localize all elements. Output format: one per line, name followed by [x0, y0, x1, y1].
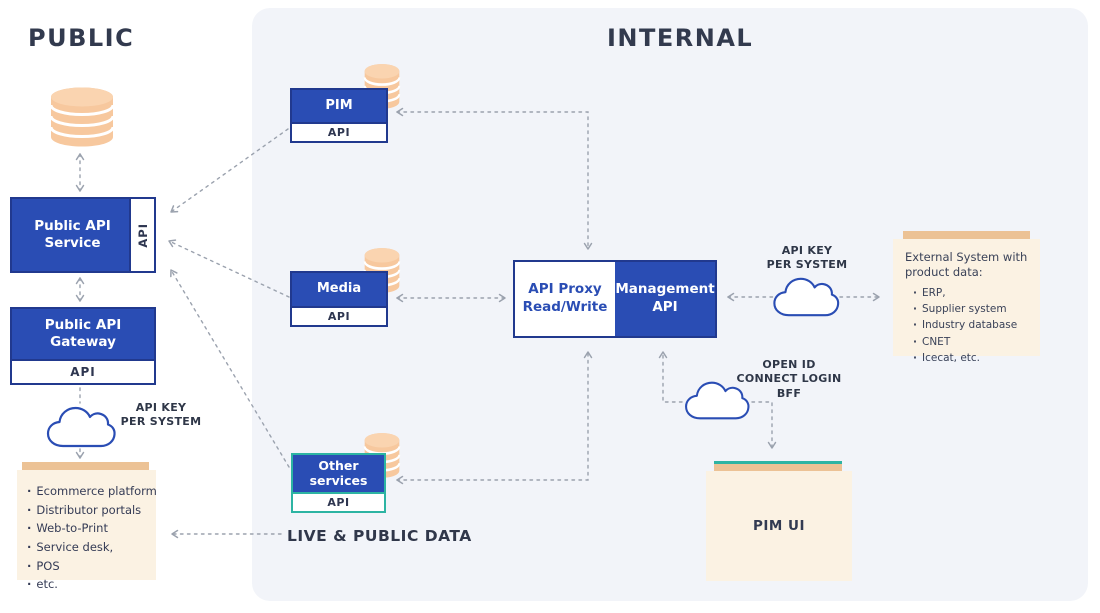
api-key-line2: PER SYSTEM	[766, 258, 848, 272]
external-system-list: ERP,Supplier systemIndustry databaseCNET…	[905, 285, 1032, 366]
list-item: etc.	[27, 575, 150, 594]
external-system-box: External System with product data: ERP,S…	[893, 239, 1040, 364]
api-key-per-system-label-internal: API KEY PER SYSTEM	[760, 244, 854, 273]
media-api-label: API	[292, 306, 386, 325]
public-section-title: PUBLIC	[28, 24, 135, 52]
api-proxy-label: API Proxy Read/Write	[515, 262, 615, 336]
consumers-box-top-bar	[22, 462, 149, 471]
list-item: Distributor portals	[27, 501, 150, 520]
openid-line1: OPEN ID	[762, 358, 816, 371]
management-api-label: Management API	[615, 262, 715, 336]
list-item: ERP,	[913, 285, 1032, 301]
database-icon-public	[49, 87, 115, 147]
list-item: Supplier system	[913, 301, 1032, 317]
api-key-line2: PER SYSTEM	[120, 415, 202, 429]
list-item: CNET	[913, 334, 1032, 350]
api-key-line1: API KEY	[135, 401, 187, 414]
pim-box: PIM API	[290, 88, 388, 143]
api-proxy-management-box: API Proxy Read/Write Management API	[513, 260, 717, 338]
list-item: Ecommerce platform	[27, 482, 157, 501]
other-services-box: Other services API	[291, 453, 386, 513]
cloud-icon-openid	[685, 381, 750, 420]
openid-connect-login-bff-label: OPEN ID CONNECT LOGIN BFF	[733, 358, 845, 401]
public-api-service-box: Public API Service API	[10, 197, 156, 273]
media-box: Media API	[290, 271, 388, 327]
public-api-gateway-api-label: API	[12, 359, 154, 383]
external-system-top-bar	[903, 231, 1030, 240]
pim-ui-label: PIM UI	[752, 518, 806, 534]
public-consumers-box: Ecommerce platformDistributor portalsWeb…	[17, 470, 157, 591]
list-item: Industry database	[913, 317, 1032, 333]
cloud-icon-api-key	[773, 277, 840, 317]
pim-ui-box: PIM UI	[706, 471, 852, 581]
public-api-gateway-box: Public API Gateway API	[10, 307, 156, 385]
pim-label: PIM	[325, 97, 353, 113]
openid-line3: BFF	[776, 386, 802, 400]
pim-ui-teal-line	[714, 461, 842, 464]
api-key-line1: API KEY	[781, 244, 833, 257]
public-api-gateway-label: Public API Gateway	[44, 317, 122, 350]
pim-api-label: API	[292, 122, 386, 141]
public-api-service-label: Public API Service	[34, 218, 111, 251]
list-item: Web-to-Print	[27, 519, 150, 538]
other-services-label: Other services	[309, 458, 368, 488]
public-api-service-api-label: API	[135, 222, 150, 248]
external-system-title: External System with product data:	[905, 250, 1028, 279]
internal-section-title: INTERNAL	[607, 24, 754, 52]
list-item: Icecat, etc.	[913, 350, 1032, 366]
media-label: Media	[316, 281, 362, 297]
cloud-icon-public	[46, 406, 116, 448]
other-services-api-label: API	[293, 492, 384, 511]
api-key-per-system-label-public: API KEY PER SYSTEM	[114, 401, 208, 430]
openid-line2: CONNECT LOGIN	[736, 372, 842, 386]
public-consumers-list: Ecommerce platformDistributor portalsWeb…	[17, 470, 157, 600]
pim-ui-top-bar	[714, 464, 842, 471]
list-item: Service desk,	[27, 538, 150, 557]
list-item: POS	[27, 557, 150, 576]
live-and-public-data-label: LIVE & PUBLIC DATA	[287, 527, 472, 545]
public-api-service-api-strip: API	[129, 199, 154, 271]
